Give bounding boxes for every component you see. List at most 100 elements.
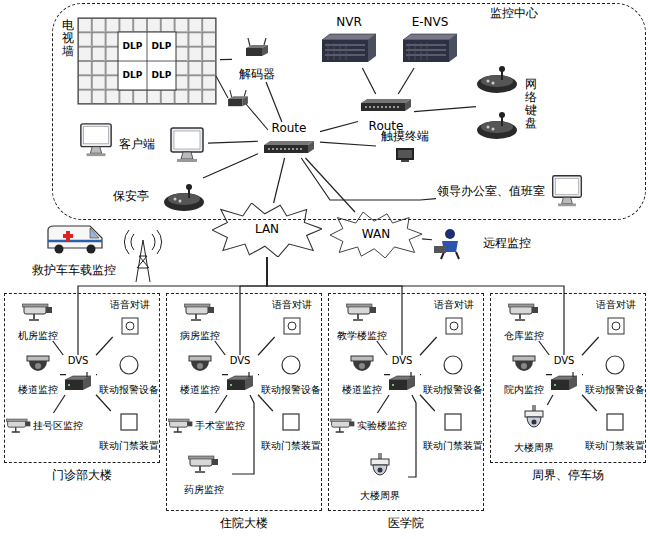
node-label: 领导办公室、值班室 bbox=[437, 185, 545, 199]
recorder: E-NVS bbox=[398, 16, 462, 68]
network-link bbox=[362, 68, 375, 94]
camera: 楼道监控 bbox=[334, 353, 390, 395]
radio-tower-symbol bbox=[124, 230, 161, 282]
monitor-symbol bbox=[81, 124, 111, 156]
node-label: 语音对讲 bbox=[110, 299, 150, 311]
alarm-device: 联动报警设备 bbox=[583, 353, 647, 395]
network-link bbox=[414, 107, 476, 112]
device-icon bbox=[346, 304, 376, 320]
node-label: 语音对讲 bbox=[434, 299, 474, 311]
building-zone: 周界、停车场仓库监控院内监控大楼周界DVS语音对讲联动报警设备联动门禁装置 bbox=[490, 293, 646, 463]
alarm-device: 联动报警设备 bbox=[97, 353, 161, 395]
intercom: 语音对讲 bbox=[266, 299, 318, 337]
device-icon bbox=[282, 356, 300, 374]
node-label: 大楼周界 bbox=[514, 442, 554, 454]
node-label: 病房监控 bbox=[180, 330, 220, 342]
network-link bbox=[208, 141, 258, 143]
device-icon bbox=[389, 372, 415, 390]
camera: 病房监控 bbox=[172, 301, 228, 341]
intercom: 语音对讲 bbox=[428, 299, 480, 337]
device-icon bbox=[445, 414, 461, 430]
network-link bbox=[96, 374, 97, 375]
camera: 楼道监控 bbox=[10, 353, 66, 395]
ambulance: 救护车车载监控 bbox=[16, 222, 132, 278]
device-icon bbox=[551, 372, 577, 390]
intercom: 语音对讲 bbox=[590, 299, 642, 337]
device-icon bbox=[513, 356, 535, 371]
node-label: E-NVS bbox=[412, 16, 449, 30]
node-label: 联动门禁装置 bbox=[261, 440, 321, 452]
node-label: 远程监控 bbox=[483, 237, 531, 251]
network-link bbox=[422, 238, 432, 240]
network-link bbox=[258, 395, 273, 411]
network-link bbox=[301, 158, 436, 200]
node-label: 楼道监控 bbox=[18, 384, 58, 396]
node-label: DVS bbox=[230, 355, 251, 367]
device-icon bbox=[477, 66, 517, 93]
network-link bbox=[384, 374, 390, 375]
node-label: 保安亭 bbox=[113, 190, 149, 204]
node-label: 语音对讲 bbox=[272, 299, 312, 311]
node-label: DLP bbox=[147, 32, 176, 61]
device-icon bbox=[168, 419, 192, 432]
access-control: 联动门禁装置 bbox=[421, 411, 485, 451]
network-link bbox=[420, 395, 435, 411]
device-icon bbox=[330, 212, 422, 258]
camera: 仓库监控 bbox=[496, 301, 552, 341]
device-icon bbox=[6, 419, 30, 432]
video-wall-drawing bbox=[78, 18, 216, 104]
node-label: 药房监控 bbox=[184, 484, 224, 496]
touch-terminal: 触摸终端 bbox=[376, 130, 434, 166]
node-label: DLP bbox=[118, 61, 147, 90]
network-link bbox=[222, 374, 228, 375]
node-label: DVS bbox=[554, 355, 575, 367]
network-keyboard: 网络键盘 bbox=[476, 58, 538, 150]
building-zone: 住院大楼病房监控楼道监控手术室监控药房监控DVS语音对讲联动报警设备联动门禁装置 bbox=[166, 293, 322, 511]
camera: 手术室监控 bbox=[168, 413, 246, 439]
camera: 实验楼监控 bbox=[330, 413, 408, 439]
device-icon bbox=[525, 405, 543, 427]
network-link bbox=[539, 341, 549, 355]
node-label: 手术室监控 bbox=[195, 420, 245, 432]
device-icon bbox=[434, 229, 459, 259]
device-icon bbox=[606, 356, 624, 374]
network-link bbox=[96, 337, 113, 355]
device-icon bbox=[246, 38, 268, 56]
network-link bbox=[274, 158, 285, 203]
building-zone: 医学院教学楼监控楼道监控实验楼监控大楼周界DVS语音对讲联动报警设备联动门禁装置 bbox=[328, 293, 484, 511]
device-icon bbox=[361, 99, 411, 111]
device-icon bbox=[227, 372, 253, 390]
node-label: WAN bbox=[362, 228, 390, 242]
device-icons bbox=[6, 34, 624, 475]
network-link bbox=[220, 59, 232, 60]
alarm-device: 联动报警设备 bbox=[259, 353, 323, 395]
camera: 大楼周界 bbox=[352, 453, 408, 501]
device-icon bbox=[446, 318, 462, 334]
node-label: 楼道监控 bbox=[180, 384, 220, 396]
network-link bbox=[582, 395, 597, 411]
node-label: 联动报警设备 bbox=[423, 384, 483, 396]
node-label: 大楼周界 bbox=[360, 490, 400, 502]
network-link bbox=[203, 154, 258, 178]
node-label: DLP bbox=[118, 32, 147, 61]
node-label: 挂号区监控 bbox=[33, 420, 83, 432]
decoder-symbol bbox=[216, 76, 268, 130]
camera: 大楼周界 bbox=[506, 405, 562, 453]
node-label: 教学楼监控 bbox=[337, 330, 387, 342]
node-label: 触摸终端 bbox=[381, 130, 429, 144]
network-link bbox=[408, 395, 416, 477]
node-label: 解码器 bbox=[239, 68, 275, 82]
node-label: 联动报警设备 bbox=[261, 384, 321, 396]
network-link bbox=[267, 257, 402, 355]
network-link bbox=[377, 395, 389, 413]
client-terminal: 客户端 bbox=[118, 122, 208, 168]
device-icon bbox=[171, 128, 203, 162]
node-label: NVR bbox=[336, 16, 362, 30]
network-link bbox=[215, 341, 225, 355]
network-link bbox=[305, 158, 354, 212]
access-control: 联动门禁装置 bbox=[97, 411, 161, 451]
network-link bbox=[547, 395, 553, 405]
node-label: 联动门禁装置 bbox=[423, 440, 483, 452]
device-icon bbox=[189, 356, 211, 371]
